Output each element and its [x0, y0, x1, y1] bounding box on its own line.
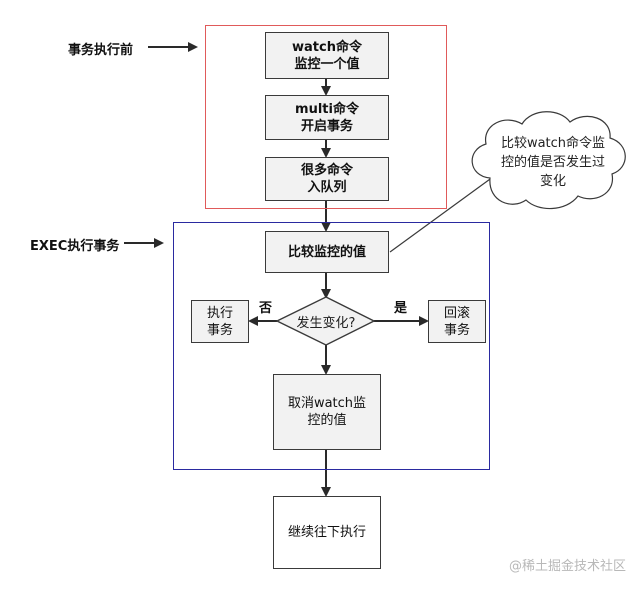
yes-branch-label: 是 [394, 301, 408, 316]
decision-diamond [275, 296, 376, 346]
multi-command-node: multi命令 开启事务 [265, 95, 389, 140]
callout-text: 比较watch命令监 控的值是否发生过 变化 [500, 136, 606, 189]
cancel-watch-node: 取消watch监 控的值 [273, 374, 381, 450]
watch-command-node: watch命令 监控一个值 [265, 32, 389, 79]
continue-execution-node: 继续往下执行 [273, 496, 381, 569]
compare-watched-value-node: 比较监控的值 [265, 231, 389, 273]
before-phase-label: 事务执行前 [68, 43, 134, 58]
watermark: @稀土掘金技术社区 [508, 559, 626, 574]
rollback-transaction-node: 回滚 事务 [428, 300, 486, 343]
no-branch-label: 否 [259, 301, 273, 316]
callout-cloud [471, 111, 626, 210]
queue-commands-node: 很多命令 入队列 [265, 157, 389, 201]
exec-phase-frame [173, 222, 490, 470]
execute-transaction-node: 执行 事务 [191, 300, 249, 343]
decision-label: 发生变化? [296, 316, 356, 331]
exec-phase-label: EXEC执行事务 [30, 239, 120, 254]
callout-connector [389, 172, 499, 253]
before-phase-frame [205, 25, 447, 209]
